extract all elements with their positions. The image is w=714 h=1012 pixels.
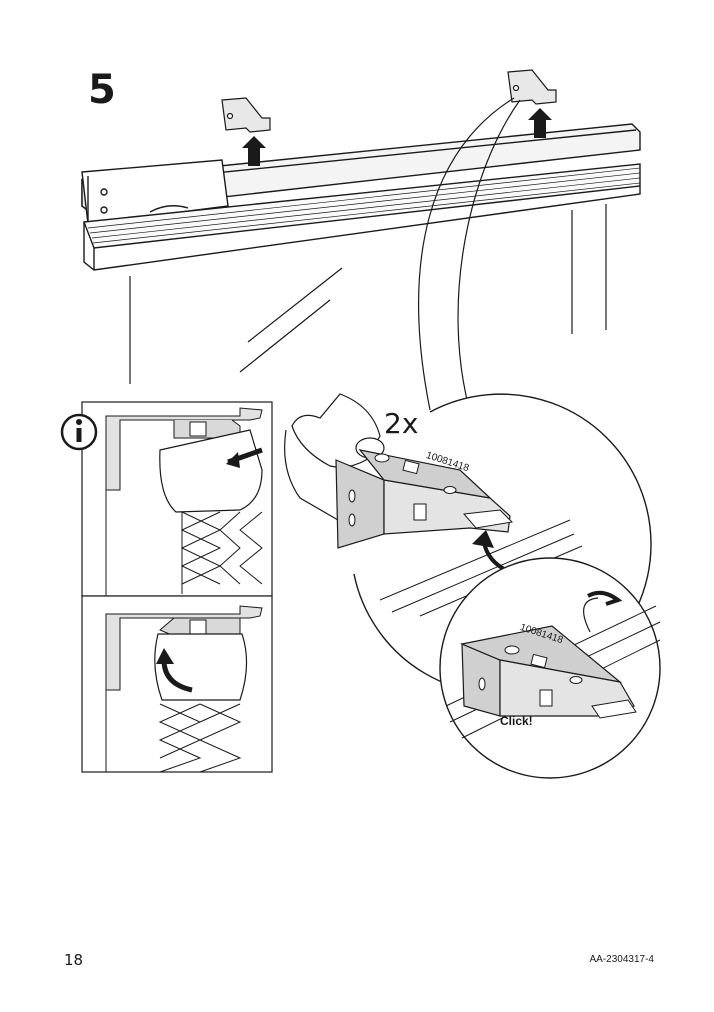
arrow-up-left-icon — [242, 136, 266, 166]
bracket-left — [221, 97, 271, 133]
info-panel-top — [81, 401, 273, 597]
document-code: AA-2304317-4 — [589, 954, 655, 965]
arrow-clip-icon — [472, 530, 494, 548]
callout-lines — [418, 97, 521, 413]
quantity-label: 2x — [384, 407, 419, 440]
arrow-up-right-icon — [528, 108, 552, 138]
click-label: Click! — [500, 714, 533, 728]
arrow-curve-icon — [156, 648, 174, 664]
detail-circle-bottom — [439, 557, 661, 779]
window-lines — [129, 204, 607, 384]
info-panel-bottom — [81, 595, 273, 773]
page-number: 18 — [64, 951, 84, 969]
arrow-snap-icon — [587, 590, 623, 606]
blind-headrail — [81, 123, 641, 271]
info-icon — [60, 413, 98, 451]
arrow-left-icon — [226, 452, 240, 468]
step-number: 5 — [88, 67, 116, 113]
bracket-right — [507, 69, 557, 105]
